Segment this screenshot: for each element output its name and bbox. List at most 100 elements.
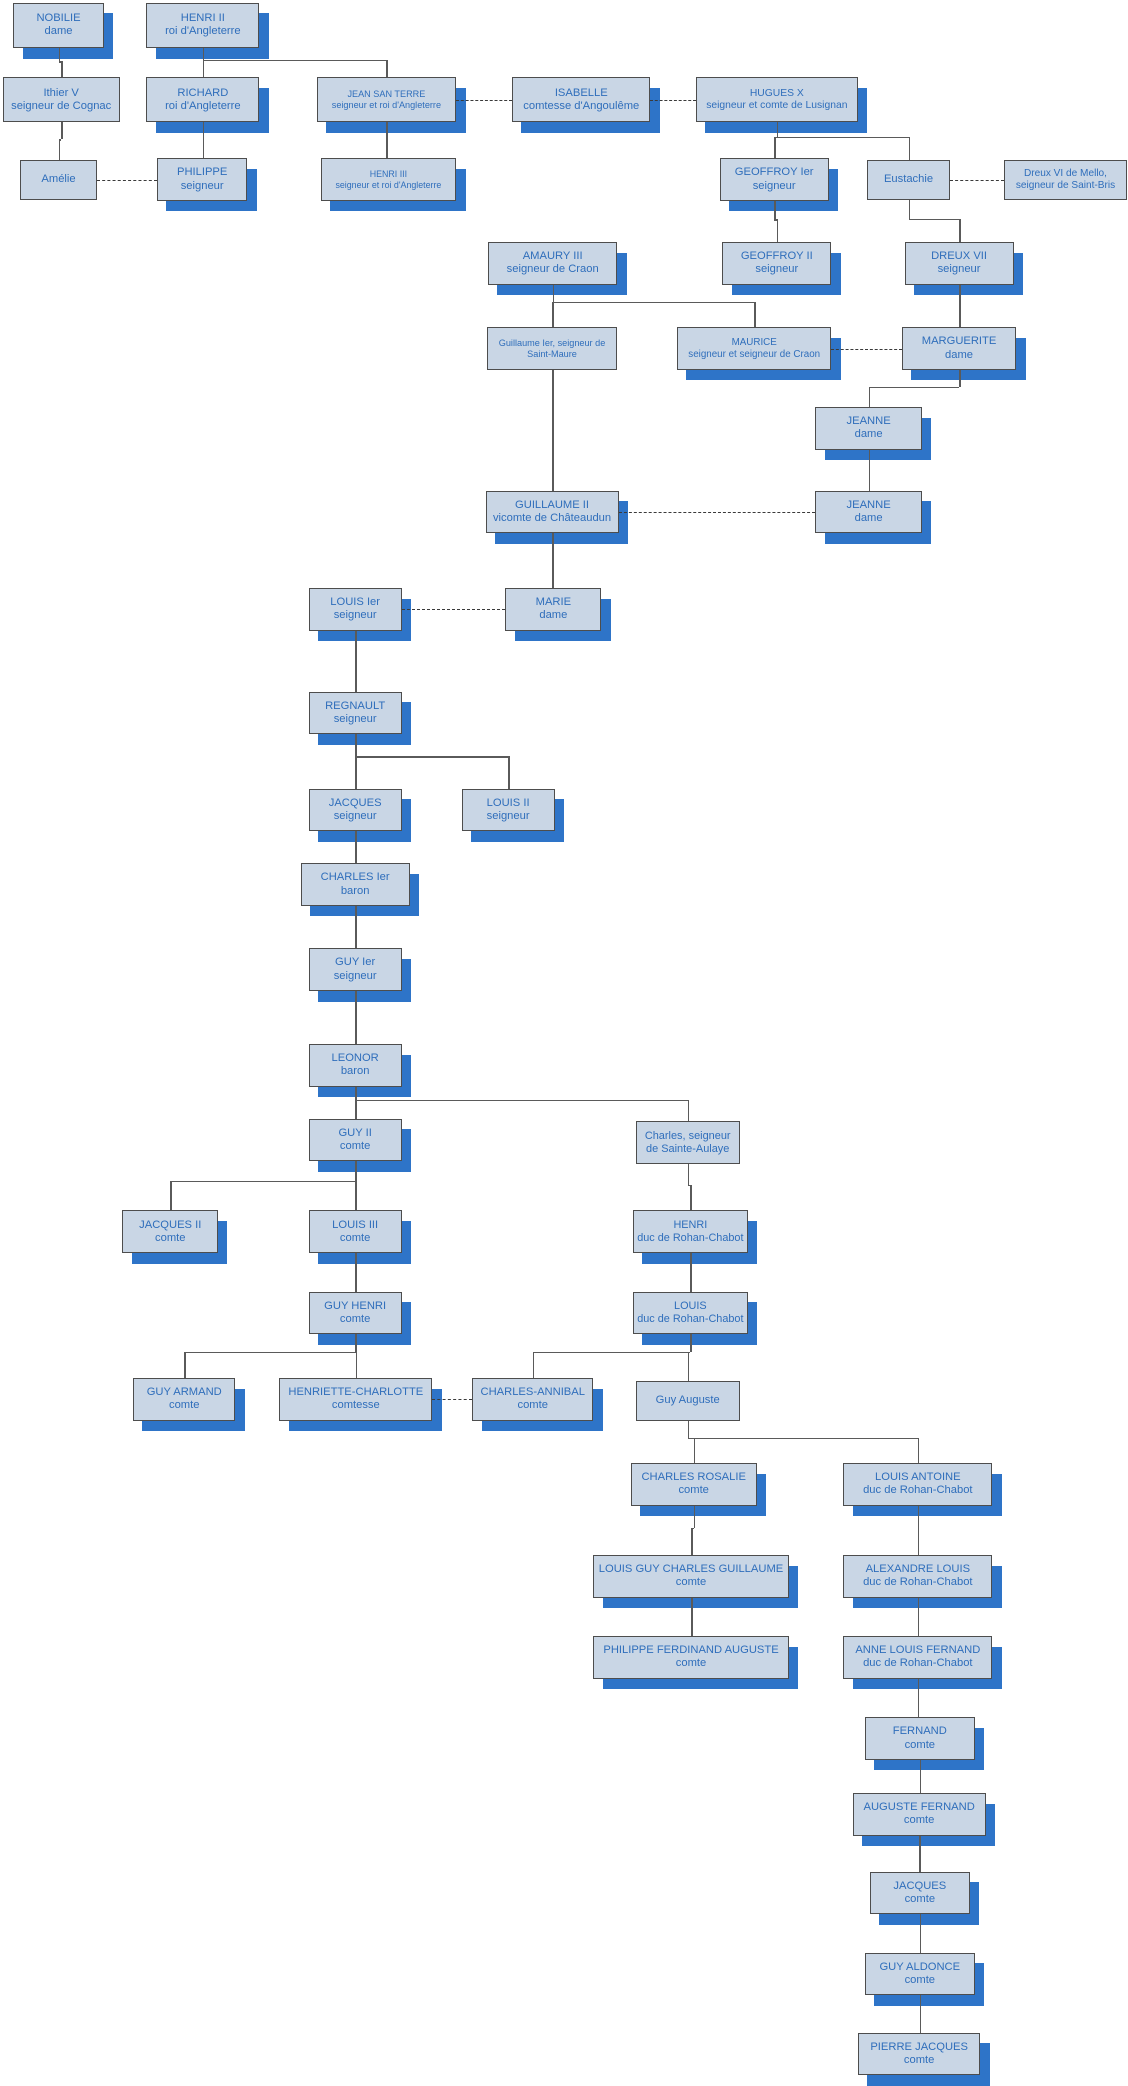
- person-name: AMAURY III: [522, 250, 583, 263]
- connector-line-vertical: [552, 284, 555, 302]
- connector-line-vertical: [690, 1184, 692, 1211]
- connector-line-vertical: [355, 905, 357, 949]
- person-name: REGNAULT: [325, 699, 386, 712]
- person-node-amelie[interactable]: Amélie: [19, 159, 98, 200]
- connector-line-vertical: [355, 1334, 357, 1352]
- person-name: Amélie: [41, 172, 76, 185]
- person-name: LOUIS II: [486, 796, 530, 809]
- connector-line-vertical: [959, 284, 961, 328]
- connector-line-horizontal: [774, 136, 909, 139]
- person-title: de Sainte-Aulaye: [646, 1142, 730, 1155]
- connector-line-horizontal: [908, 218, 960, 221]
- person-name: FERNAND: [892, 1725, 947, 1738]
- person-name: JACQUES II: [139, 1218, 202, 1231]
- connector-line-vertical: [355, 1253, 357, 1292]
- connector-line-vertical: [754, 301, 756, 328]
- person-name: DREUX VII: [931, 250, 988, 263]
- person-title: comte: [155, 1231, 186, 1244]
- person-title: dame: [539, 609, 568, 622]
- person-title: vicomte de Châteaudun: [492, 512, 612, 525]
- marriage-line: [650, 99, 696, 101]
- person-name: LEONOR: [331, 1052, 379, 1065]
- person-title: comte: [168, 1399, 200, 1412]
- person-name: LOUIS III: [332, 1218, 379, 1231]
- person-name: JACQUES: [893, 1879, 947, 1892]
- connector-line-vertical: [959, 218, 961, 243]
- connector-line-vertical: [386, 59, 388, 78]
- connector-line-vertical: [687, 1420, 690, 1438]
- person-title: comte: [339, 1139, 371, 1152]
- connector-line-vertical: [919, 1914, 922, 1953]
- person-title: seigneur de Cognac: [11, 99, 112, 112]
- connector-line-vertical: [355, 1351, 358, 1379]
- connector-line-vertical: [202, 59, 205, 78]
- person-title: comte: [678, 1484, 709, 1497]
- person-node-guyauguste[interactable]: Guy Auguste: [635, 1380, 740, 1421]
- connector-line-vertical: [355, 831, 357, 864]
- marriage-line: [97, 179, 157, 181]
- person-node-dreux6[interactable]: Dreux VI de Mello,seigneur de Saint-Bris: [1004, 159, 1127, 200]
- person-name: CHARLES-ANNIBAL: [480, 1386, 585, 1399]
- person-name: GUY ARMAND: [146, 1386, 222, 1399]
- person-title: seigneur: [333, 609, 377, 622]
- connector-line-vertical: [690, 1253, 692, 1292]
- person-title: comtesse d'Angoulême: [523, 99, 640, 112]
- person-node-eustachie[interactable]: Eustachie: [867, 159, 950, 200]
- person-name: CHARLES ROSALIE: [641, 1471, 746, 1484]
- marriage-line: [432, 1399, 473, 1401]
- connector-line-vertical: [774, 200, 776, 220]
- connector-line-vertical: [58, 47, 61, 62]
- connector-line-vertical: [386, 122, 388, 159]
- person-title: seigneur et roi d'Angleterre: [335, 179, 442, 190]
